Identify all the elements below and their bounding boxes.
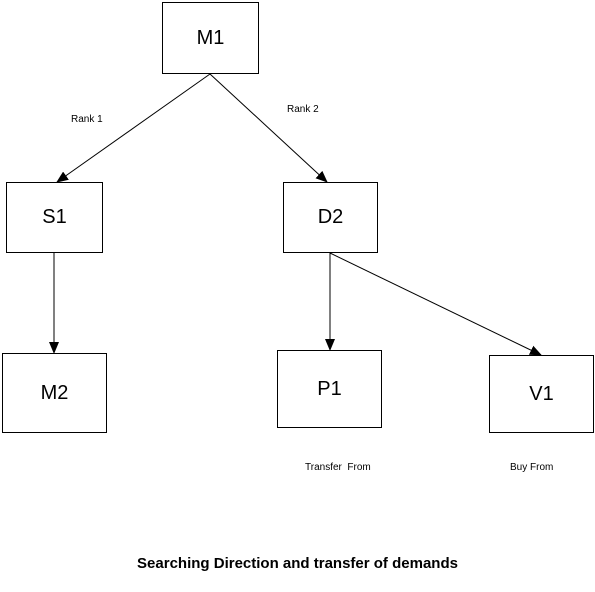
node-v1: V1 <box>489 355 594 433</box>
node-m1: M1 <box>162 2 259 74</box>
label-transfer-from: Transfer From <box>305 462 371 473</box>
edge-label-rank1: Rank 1 <box>71 114 103 125</box>
edge-d2-v1 <box>329 252 542 356</box>
edge-m1-s1 <box>56 73 211 183</box>
node-d2: D2 <box>283 182 378 253</box>
node-m2: M2 <box>2 353 107 433</box>
edge-m1-d2 <box>209 73 328 183</box>
edge-label-rank2: Rank 2 <box>287 104 319 115</box>
label-buy-from: Buy From <box>510 462 554 473</box>
node-s1: S1 <box>6 182 103 253</box>
diagram-caption: Searching Direction and transfer of dema… <box>137 555 458 572</box>
node-p1: P1 <box>277 350 382 428</box>
